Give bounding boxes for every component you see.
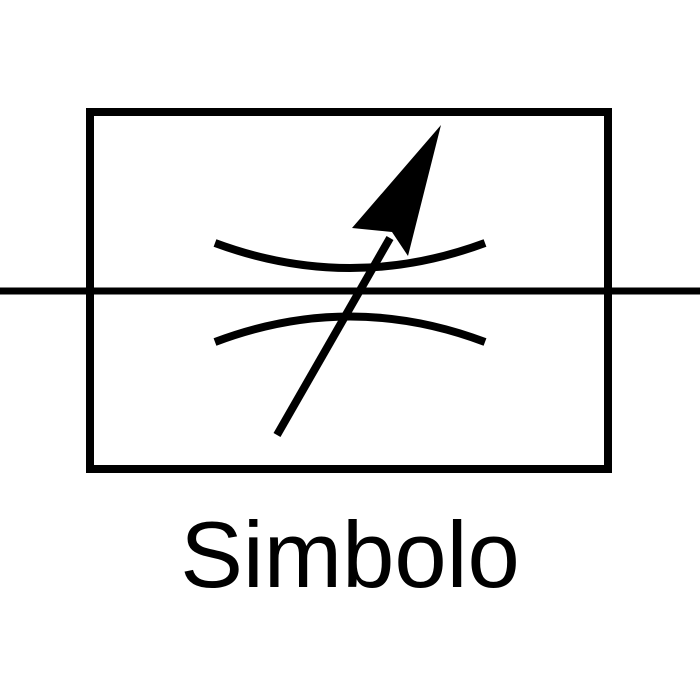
adjustment-arrow-shaft [273,236,394,437]
symbol-caption: Simbolo [180,502,520,607]
adjustment-arrow-head-icon [352,125,441,256]
lower-restriction-arc [213,312,487,346]
upper-restriction-arc [213,239,487,272]
